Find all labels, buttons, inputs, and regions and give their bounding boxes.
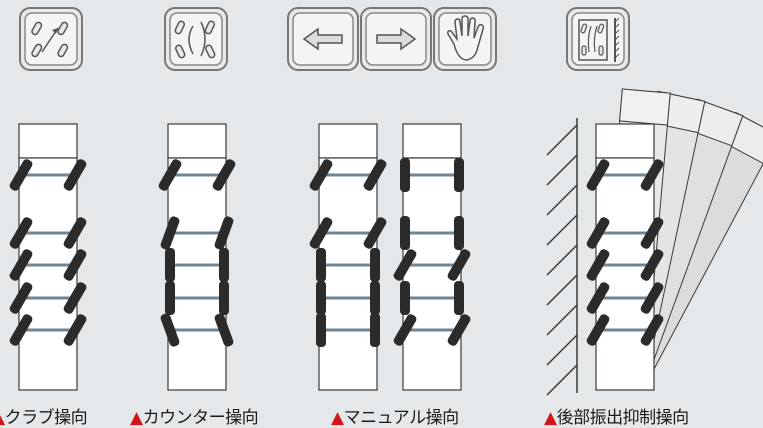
wheel bbox=[363, 159, 387, 191]
wheel bbox=[160, 216, 180, 250]
wheel bbox=[165, 248, 175, 282]
wheel bbox=[393, 249, 417, 281]
vehicle-cab bbox=[18, 123, 78, 159]
wheel bbox=[586, 314, 610, 346]
wheel bbox=[586, 249, 610, 281]
wheel bbox=[219, 248, 229, 282]
wheel bbox=[219, 281, 229, 315]
counter-steering-label: ▲カウンター操向 bbox=[130, 408, 259, 428]
wheel bbox=[454, 158, 464, 192]
wheel bbox=[640, 249, 664, 281]
wheel bbox=[370, 248, 380, 282]
rear-swing-suppression-icon[interactable] bbox=[566, 7, 630, 71]
rear-swing-suppression-diagram bbox=[586, 123, 664, 391]
wheel bbox=[214, 216, 234, 250]
wheel bbox=[316, 313, 326, 347]
wheel bbox=[63, 249, 87, 281]
wheel bbox=[454, 216, 464, 250]
wheel bbox=[640, 217, 664, 249]
vehicle-body bbox=[318, 157, 378, 391]
crab-steer-icon[interactable] bbox=[19, 7, 83, 71]
arrow-right-icon[interactable] bbox=[360, 7, 432, 71]
vehicle-cab bbox=[402, 123, 462, 159]
wheel bbox=[586, 282, 610, 314]
wheel bbox=[400, 281, 410, 315]
manual-steering-diagram-right bbox=[393, 123, 471, 391]
wheel bbox=[214, 313, 234, 347]
vehicle-cab bbox=[167, 123, 227, 159]
arrow-left-icon[interactable] bbox=[287, 7, 359, 71]
wheel bbox=[309, 159, 333, 191]
wheel bbox=[158, 159, 182, 191]
wheel bbox=[9, 217, 33, 249]
wheel bbox=[586, 159, 610, 191]
wheel bbox=[363, 217, 387, 249]
wheel bbox=[63, 217, 87, 249]
wheel bbox=[63, 282, 87, 314]
wheel bbox=[212, 159, 236, 191]
wheel bbox=[63, 159, 87, 191]
counter-steer-icon[interactable] bbox=[164, 7, 228, 71]
rear-swing-suppression-label: ▲後部振出抑制操向 bbox=[544, 408, 689, 428]
wheel bbox=[640, 314, 664, 346]
wheel bbox=[309, 217, 333, 249]
wheel bbox=[316, 248, 326, 282]
counter-steering-diagram bbox=[158, 123, 236, 391]
hand-icon[interactable] bbox=[433, 7, 497, 71]
wheel bbox=[447, 249, 471, 281]
crab-steering-label: ▲クラブ操向 bbox=[0, 408, 88, 428]
wheel bbox=[9, 249, 33, 281]
manual-steering-label: ▲マニュアル操向 bbox=[331, 408, 459, 428]
wheel bbox=[370, 281, 380, 315]
wheel bbox=[63, 314, 87, 346]
wheel bbox=[316, 281, 326, 315]
wheel bbox=[165, 281, 175, 315]
wheel bbox=[370, 313, 380, 347]
wheel bbox=[393, 314, 417, 346]
wheel bbox=[586, 217, 610, 249]
wheel bbox=[9, 282, 33, 314]
wheel bbox=[640, 159, 664, 191]
wheel bbox=[454, 281, 464, 315]
vehicle-body bbox=[595, 157, 655, 391]
wheel bbox=[9, 314, 33, 346]
wheel bbox=[160, 313, 180, 347]
wheel bbox=[640, 282, 664, 314]
crab-steering-diagram bbox=[9, 123, 87, 391]
manual-steering-diagram-left bbox=[309, 123, 387, 391]
wheel bbox=[400, 216, 410, 250]
vehicle-body bbox=[167, 157, 227, 391]
wall bbox=[546, 118, 578, 396]
wheel bbox=[400, 158, 410, 192]
wheel bbox=[447, 314, 471, 346]
vehicle-cab bbox=[318, 123, 378, 159]
vehicle-cab bbox=[595, 123, 655, 159]
wheel bbox=[9, 159, 33, 191]
